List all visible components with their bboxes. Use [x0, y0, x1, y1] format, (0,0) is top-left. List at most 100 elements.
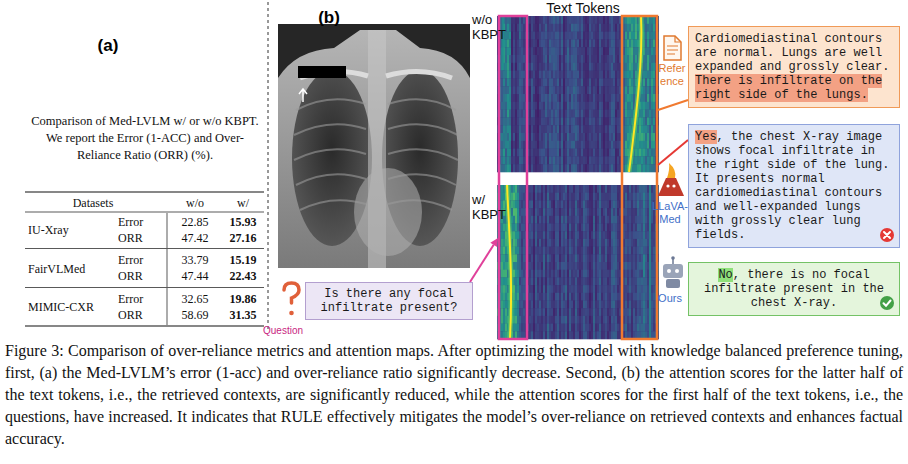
heatmap-cell	[521, 239, 523, 247]
heatmap-cell	[555, 149, 557, 157]
heatmap-cell	[609, 32, 611, 40]
heatmap-cell	[507, 47, 509, 55]
heatmap-cell	[589, 117, 591, 125]
heatmap-cell	[645, 141, 647, 149]
heatmap-cell	[547, 39, 549, 47]
heatmap-cell	[627, 86, 629, 94]
heatmap-cell	[553, 55, 555, 63]
heatmap-cell	[649, 156, 651, 164]
heatmap-cell	[563, 117, 565, 125]
heatmap-cell	[573, 117, 575, 125]
heatmap-cell	[541, 55, 543, 63]
heatmap-cell	[571, 32, 573, 40]
heatmap-cell	[509, 125, 511, 133]
heatmap-cell	[615, 125, 617, 133]
heatmap-cell	[549, 125, 551, 133]
heatmap-cell	[521, 277, 523, 285]
heatmap-cell	[529, 86, 531, 94]
heatmap-cell	[615, 110, 617, 118]
heatmap-cell	[521, 71, 523, 79]
heatmap-cell	[583, 156, 585, 164]
heatmap-cell	[615, 149, 617, 157]
heatmap-cell	[507, 32, 509, 40]
heatmap-cell	[551, 102, 553, 110]
heatmap-cell	[617, 164, 619, 172]
heatmap-cell	[519, 156, 521, 164]
heatmap-cell	[547, 55, 549, 63]
heatmap-cell	[563, 71, 565, 79]
heatmap-cell	[595, 71, 597, 79]
heatmap-cell	[567, 55, 569, 63]
heatmap-cell	[561, 71, 563, 79]
heatmap-cell	[523, 149, 525, 157]
heatmap-cell	[607, 102, 609, 110]
heatmap-cell	[617, 149, 619, 157]
heatmap-cell	[579, 156, 581, 164]
heatmap-cell	[625, 156, 627, 164]
heatmap-cell	[589, 32, 591, 40]
heatmap-cell	[615, 71, 617, 79]
heatmap-cell	[601, 63, 603, 71]
heatmap-cell	[555, 94, 557, 102]
heatmap-cell	[501, 254, 503, 262]
heatmap-cell	[521, 224, 523, 232]
heatmap-cell	[573, 86, 575, 94]
heatmap-cell	[531, 32, 533, 40]
heatmap-cell	[599, 156, 601, 164]
heatmap-cell	[567, 164, 569, 172]
heatmap-cell	[593, 39, 595, 47]
heatmap-cell	[641, 117, 643, 125]
heatmap-cell	[511, 141, 513, 149]
heatmap-cell	[605, 94, 607, 102]
heatmap-cell	[503, 239, 505, 247]
heatmap-cell	[609, 16, 611, 24]
heatmap-cell	[505, 277, 507, 285]
heatmap-cell	[535, 164, 537, 172]
heatmap-cell	[653, 32, 655, 40]
heatmap-cell	[575, 86, 577, 94]
heatmap-cell	[501, 270, 503, 278]
heatmap-cell	[519, 55, 521, 63]
heatmap-cell	[629, 32, 631, 40]
heatmap-cell	[535, 133, 537, 141]
heatmap-cell	[587, 24, 589, 32]
heatmap-cell	[555, 55, 557, 63]
heatmap-cell	[591, 117, 593, 125]
heatmap-cell	[521, 125, 523, 133]
heatmap-cell	[579, 32, 581, 40]
heatmap-cell	[585, 164, 587, 172]
heatmap-cell	[579, 63, 581, 71]
heatmap-cell	[553, 102, 555, 110]
heatmap-cell	[605, 78, 607, 86]
heatmap-cell	[547, 125, 549, 133]
heatmap-cell	[503, 277, 505, 285]
heatmap-cell	[507, 39, 509, 47]
heatmap-cell	[593, 55, 595, 63]
heatmap-cell	[647, 39, 649, 47]
heatmap-cell	[587, 149, 589, 157]
heatmap-cell	[515, 262, 517, 270]
heatmap-cell	[631, 110, 633, 118]
heatmap-cell	[531, 331, 533, 339]
heatmap-cell	[503, 316, 505, 324]
heatmap-cell	[585, 63, 587, 71]
heatmap-cell	[533, 94, 535, 102]
heatmap-cell	[549, 39, 551, 47]
heatmap-cell	[529, 117, 531, 125]
heatmap-cell	[555, 164, 557, 172]
heatmap-cell	[607, 149, 609, 157]
heatmap-cell	[595, 156, 597, 164]
heatmap-cell	[519, 32, 521, 40]
heatmap-cell	[599, 94, 601, 102]
heatmap-cell	[601, 156, 603, 164]
heatmap-cell	[605, 16, 607, 24]
heatmap-cell	[529, 216, 531, 224]
heatmap-cell	[539, 78, 541, 86]
heatmap-cell	[631, 94, 633, 102]
heatmap-cell	[515, 324, 517, 332]
heatmap-cell	[593, 63, 595, 71]
heatmap-cell	[573, 78, 575, 86]
heatmap-cell	[595, 125, 597, 133]
heatmap-cell	[529, 78, 531, 86]
heatmap-cell	[647, 94, 649, 102]
